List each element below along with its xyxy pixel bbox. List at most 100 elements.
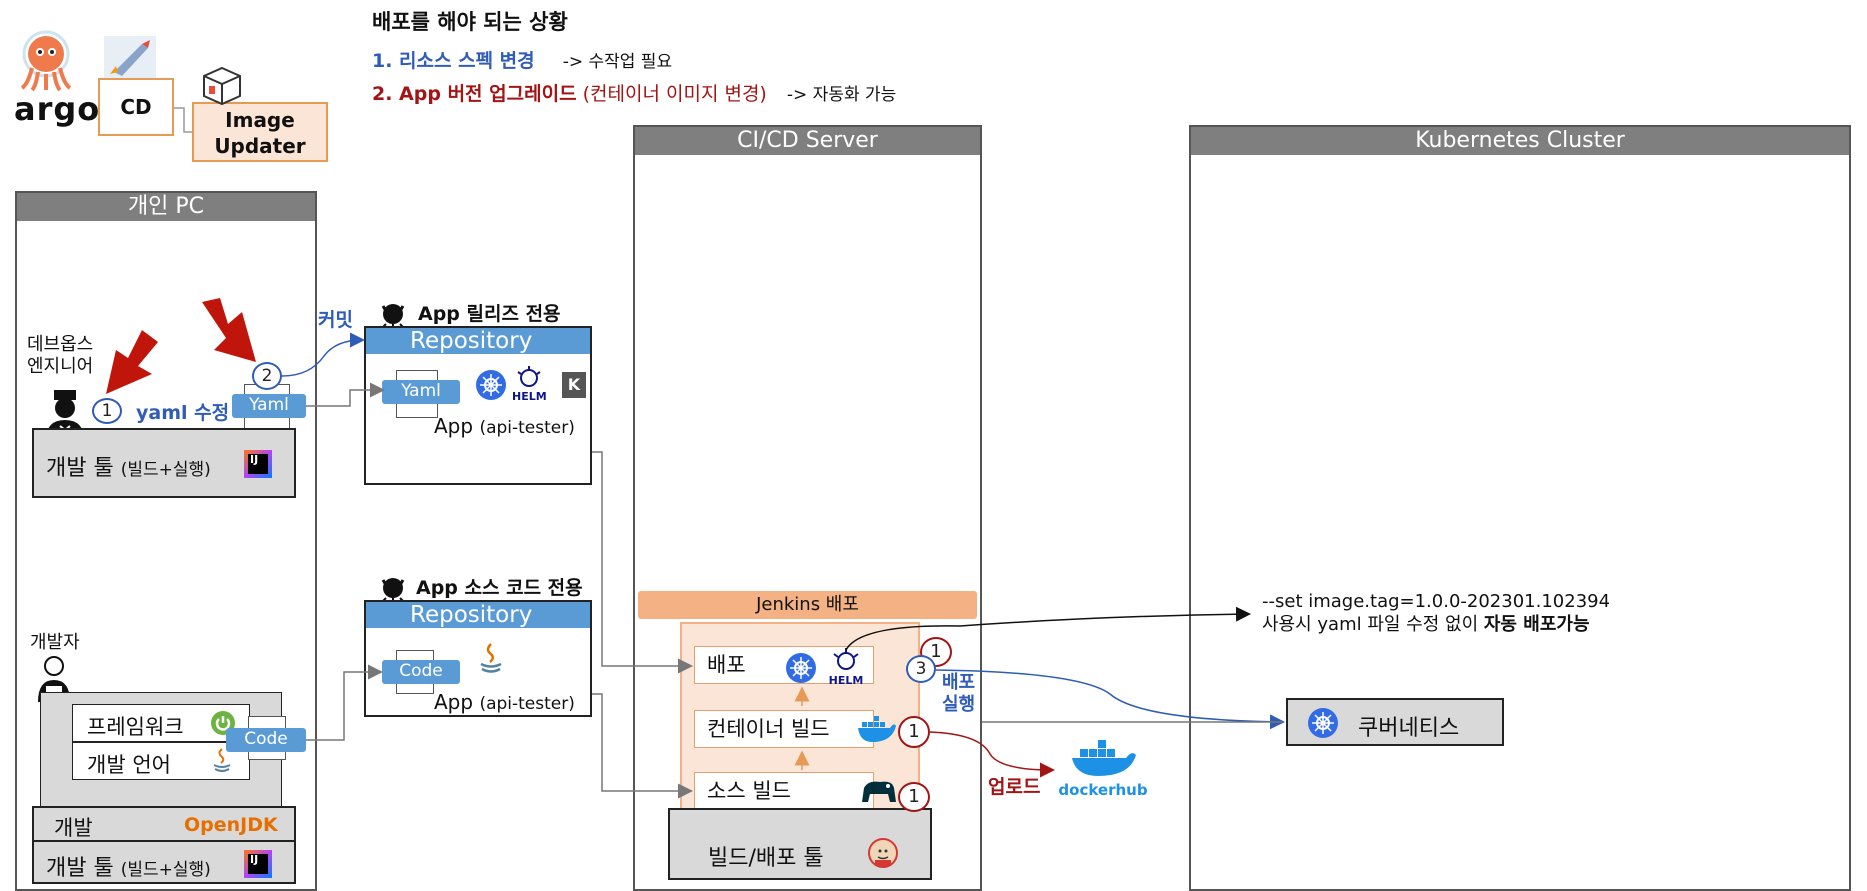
dev-tool-box-2: 개발 툴 (빌드+실행) IJ xyxy=(32,840,296,884)
upload-label: 업로드 xyxy=(988,776,1041,798)
deploy-k8s-icon xyxy=(786,653,816,683)
code-to-repo-line xyxy=(306,664,383,741)
upload-arrow xyxy=(929,731,1055,778)
set-image-tag-line2-b: 자동 배포가능 xyxy=(1483,614,1590,635)
kubernetes-box: 쿠버네티스 xyxy=(1286,698,1504,746)
release-to-deploy-line xyxy=(592,451,693,674)
dev-tool-2-text: 개발 툴 xyxy=(46,856,114,881)
release-yaml-tag: Yaml xyxy=(382,380,460,404)
deploy-red-badge: 1 xyxy=(920,637,952,667)
personal-pc-title: 개인 PC xyxy=(17,193,315,221)
dockerhub-logo: dockerhub xyxy=(1058,738,1148,800)
release-repository: Repository Yaml HELM K App (api-tester) xyxy=(364,326,592,485)
devops-engineer-label: 데브옵스 엔지니어 xyxy=(27,334,93,378)
deploy-exec-line2: 실행 xyxy=(942,694,976,715)
dev-tool-text: 개발 툴 xyxy=(46,456,114,481)
framework-label: 프레임워크 xyxy=(87,715,184,739)
dev-tool-sub: (빌드+실행) xyxy=(120,460,211,480)
intellij-icon: IJ xyxy=(244,450,272,478)
automation-note: -> 자동화 가능 xyxy=(786,85,897,105)
deploy-exec-line1: 배포 xyxy=(942,672,976,693)
source-app-label: App (api-tester) xyxy=(434,690,575,714)
dev-label: 개발 xyxy=(54,816,93,840)
cicd-server-title: CI/CD Server xyxy=(635,127,980,155)
helm-icon: HELM xyxy=(512,366,547,403)
deploy-exec-label: 배포 실행 xyxy=(942,672,975,716)
header-line-1: 1. 리소스 스펙 변경 -> 수작업 필요 xyxy=(372,46,672,73)
dev-tool-box-1: 개발 툴 (빌드+실행) IJ xyxy=(32,428,296,498)
deploy-exec-arrow xyxy=(935,669,1285,730)
build-deploy-tool-label: 빌드/배포 툴 xyxy=(708,846,824,871)
set-image-tag-line2-a: 사용시 yaml 파일 수정 없이 xyxy=(1262,614,1484,635)
red-arrow-icon-2 xyxy=(198,298,262,366)
release-repo-bar: Repository xyxy=(366,328,590,354)
set-image-tag-note: --set image.tag=1.0.0-202301.102394 사용시 … xyxy=(1262,590,1610,636)
source-repo-caption: App 소스 코드 전용 xyxy=(416,577,583,599)
source-to-build-line xyxy=(592,693,693,799)
cd-to-updater-line xyxy=(174,107,192,133)
commit-label: 커밋 xyxy=(318,309,353,331)
source-code-tag: Code xyxy=(382,660,460,684)
set-image-tag-line2: 사용시 yaml 파일 수정 없이 자동 배포가능 xyxy=(1262,613,1610,636)
helm-to-note-arrow xyxy=(845,606,1251,651)
dev-language-box: 개발 언어 xyxy=(72,742,250,780)
gradle-icon xyxy=(858,776,898,806)
dev-box: 개발 OpenJDK xyxy=(32,806,296,842)
dockerhub-whale-icon xyxy=(1072,740,1136,776)
argo-octopus-icon xyxy=(20,30,72,92)
kubernetes-label: 쿠버네티스 xyxy=(1358,716,1460,741)
yaml-file-tag: Yaml xyxy=(232,394,306,418)
argo-logo: argo xyxy=(14,28,99,128)
source-red-badge: 1 xyxy=(898,782,930,812)
dev-tool-label: 개발 툴 (빌드+실행) xyxy=(46,450,211,482)
resource-spec-change: 1. 리소스 스펙 변경 xyxy=(372,50,535,72)
code-file-tag: Code xyxy=(226,728,306,752)
container-red-badge: 1 xyxy=(898,716,930,748)
release-app-label: App (api-tester) xyxy=(434,414,575,438)
step-source-label: 소스 빌드 xyxy=(707,779,791,803)
jenkins-icon xyxy=(868,838,898,868)
header-line-2: 2. App 버전 업그레이드 (컨테이너 이미지 변경) -> 자동화 가능 xyxy=(372,79,896,106)
jenkins-title-bar: Jenkins 배포 xyxy=(638,591,977,619)
argo-text: argo xyxy=(14,90,101,128)
yaml-edit-label: yaml 수정 xyxy=(136,402,230,424)
release-app-text: App xyxy=(434,414,474,438)
release-repo-caption: App 릴리즈 전용 xyxy=(418,303,561,325)
yaml-to-repo-line xyxy=(306,382,385,407)
openjdk-logo: OpenJDK xyxy=(184,814,278,836)
set-image-tag-line1: --set image.tag=1.0.0-202301.102394 xyxy=(1262,591,1611,612)
container-image-change: (컨테이너 이미지 변경) xyxy=(582,83,767,105)
source-app-text: App xyxy=(434,690,474,714)
source-app-sub: (api-tester) xyxy=(479,694,575,714)
image-updater-line1: Image xyxy=(225,108,295,132)
kubernetes-icon xyxy=(476,370,506,400)
yaml-step-badge: 1 xyxy=(92,398,122,424)
dev-tool-2-label: 개발 툴 (빌드+실행) xyxy=(46,850,211,882)
kubernetes-cluster-title: Kubernetes Cluster xyxy=(1191,127,1849,155)
manual-work-note: -> 수작업 필요 xyxy=(562,52,673,72)
dockerhub-text: dockerhub xyxy=(1058,781,1148,799)
cd-box: CD xyxy=(98,78,174,136)
source-repo-bar: Repository xyxy=(366,602,590,628)
devops-line2: 엔지니어 xyxy=(27,356,94,377)
app-version-upgrade: 2. App 버전 업그레이드 xyxy=(372,83,577,105)
github-icon xyxy=(378,302,408,332)
kustomize-icon: K xyxy=(562,372,586,398)
dev-language-label: 개발 언어 xyxy=(87,753,171,777)
docker-icon xyxy=(856,714,896,744)
step-deploy-label: 배포 xyxy=(707,653,746,677)
argo-rocket-icon xyxy=(104,36,156,80)
red-arrow-icon xyxy=(98,328,162,396)
image-updater-cube-icon xyxy=(200,64,244,108)
developer-label: 개발자 xyxy=(30,632,80,653)
commit-arrow xyxy=(281,332,365,377)
devops-line1: 데브옵스 xyxy=(27,334,94,355)
build-deploy-tool-box: 빌드/배포 툴 xyxy=(668,808,932,880)
commit-step-badge: 2 xyxy=(252,362,282,390)
step-container-build: 컨테이너 빌드 xyxy=(694,710,874,748)
intellij-icon-2: IJ xyxy=(244,850,272,878)
release-app-sub: (api-tester) xyxy=(479,418,575,438)
source-java-icon xyxy=(478,642,504,676)
deploy-helm-text: HELM xyxy=(828,674,864,687)
